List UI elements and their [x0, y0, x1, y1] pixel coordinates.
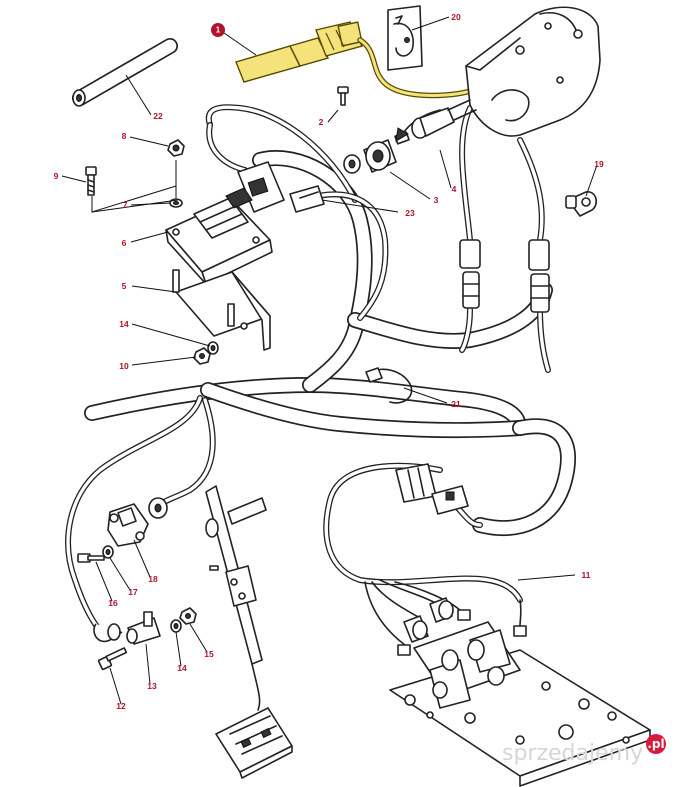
part-washer-14: [207, 341, 219, 355]
callout-15: 15: [204, 649, 214, 659]
callout-10: 10: [119, 361, 129, 371]
callout-17: 17: [128, 587, 138, 597]
part-bracket-5: [172, 269, 271, 351]
callout-12: 12: [116, 701, 126, 711]
callout-7: 7: [123, 200, 128, 210]
left-branch-cable: [65, 395, 216, 633]
callout-1: 1: [216, 26, 221, 35]
cable-23: [205, 104, 389, 321]
part-nut-10: [193, 347, 211, 365]
callout-4: 4: [452, 184, 457, 194]
callout-14-top: 14: [119, 319, 129, 329]
callout-21: 21: [451, 399, 461, 409]
part-cable-end-4: [411, 99, 477, 139]
part-nut-15: [179, 607, 197, 625]
part-nut-8: [167, 139, 185, 157]
callout-16: 16: [108, 598, 118, 608]
part-label-20: [387, 5, 423, 71]
main-harness: [84, 150, 576, 536]
connector-18: [148, 497, 168, 519]
callout-8: 8: [122, 131, 127, 141]
callout-badge-1: 1: [211, 23, 225, 37]
callout-20: 20: [451, 12, 461, 22]
callout-2: 2: [319, 117, 324, 127]
watermark-text: sprzedajemy: [502, 741, 643, 766]
callout-6: 6: [122, 238, 127, 248]
part-sensor-18: [107, 503, 149, 547]
part-washer-17: [102, 545, 114, 559]
part-clip-19: [565, 191, 598, 217]
callout-11: 11: [582, 570, 591, 580]
watermark-badge: [646, 734, 666, 754]
part-control-unit-6: [165, 187, 273, 285]
lever-housing: [465, 6, 601, 137]
watermark-suffix: .pl: [647, 737, 664, 751]
pedal-assembly: [205, 485, 293, 779]
callout-19: 19: [594, 159, 604, 169]
part-washer-14b: [170, 619, 182, 633]
part-switch-1: [235, 21, 483, 99]
callout-14-bottom: 14: [177, 663, 187, 673]
watermark: sprzedajemy .pl: [502, 734, 666, 766]
part-connector-13: [93, 611, 161, 645]
bolt-alignment-lines: [91, 160, 179, 213]
part-sleeve-22: [72, 38, 178, 107]
callout-18: 18: [148, 574, 158, 584]
callout-3: 3: [434, 195, 439, 205]
callout-22: 22: [153, 111, 163, 121]
lever-cables: [459, 105, 551, 373]
callout-5: 5: [122, 281, 127, 291]
part-screw-16: [77, 553, 105, 563]
callout-23: 23: [405, 208, 415, 218]
leader-lines: [61, 16, 598, 705]
sensor-connectors: [397, 597, 527, 656]
callout-13: 13: [147, 681, 157, 691]
part-bush-3: [343, 131, 410, 174]
part-bolt-9: [85, 166, 97, 196]
part-screw-2: [337, 86, 349, 106]
connector-23: [237, 161, 325, 213]
part-bolt-12: [97, 647, 128, 671]
valve-block: [389, 621, 651, 787]
part-cable-tie-21: [365, 367, 413, 404]
harness-connectors: [395, 463, 469, 515]
lever-cable-connectors: [459, 239, 550, 313]
callout-9: 9: [54, 171, 59, 181]
